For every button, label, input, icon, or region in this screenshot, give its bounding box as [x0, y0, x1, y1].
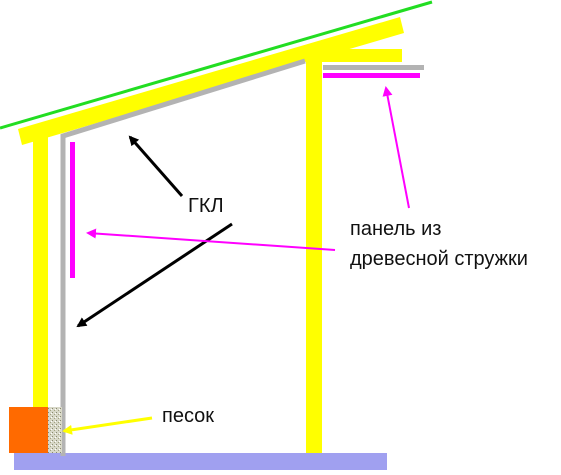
label-sand: песок	[162, 405, 214, 427]
chipboard-panel-ceiling	[323, 73, 420, 78]
left-post	[33, 128, 48, 408]
ceiling-joist	[306, 49, 402, 62]
gkl-arrow-upper	[128, 135, 184, 197]
drywall-sheathing	[60, 58, 306, 456]
label-panel-line1: панель из	[350, 218, 441, 240]
gkl-arrow-lower	[76, 222, 233, 328]
label-panel-line2: древесной стружки	[350, 248, 528, 270]
right-post	[306, 50, 322, 453]
foundation-strip	[14, 453, 387, 470]
roof-covering-line	[0, 0, 433, 130]
sand-fill	[48, 407, 62, 453]
chipboard-panel-wall	[70, 142, 75, 278]
sand-arrow	[62, 416, 153, 435]
drywall-ceiling-piece	[323, 65, 424, 70]
brick-footing	[9, 407, 48, 453]
panel-arrow-wall	[86, 228, 336, 251]
roof-rafter	[18, 17, 404, 145]
panel-arrow-ceiling	[382, 86, 410, 209]
label-gkl: ГКЛ	[188, 195, 224, 217]
